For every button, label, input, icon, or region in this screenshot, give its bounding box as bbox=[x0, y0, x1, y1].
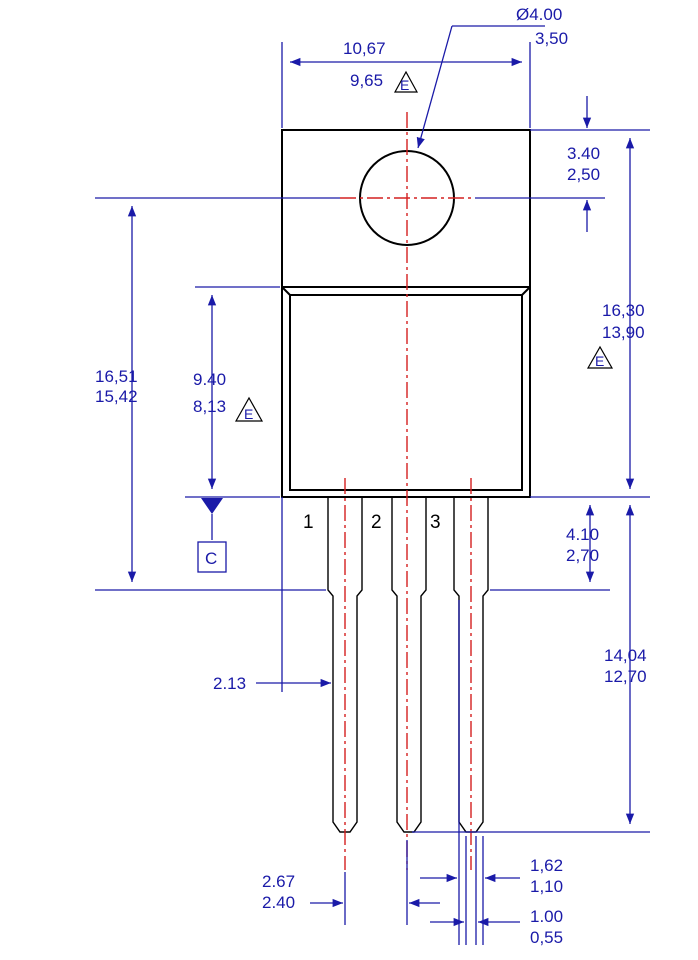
lead-tip-min: 0,55 bbox=[530, 928, 563, 947]
lead-width-min: 1,10 bbox=[530, 877, 563, 896]
molded-body bbox=[281, 286, 531, 491]
lead-length-min: 12,70 bbox=[604, 667, 647, 686]
datum-c: C bbox=[197, 541, 227, 573]
svg-text:E: E bbox=[400, 77, 409, 93]
svg-text:E: E bbox=[595, 353, 604, 369]
hole-dia-max: Ø4.00 bbox=[516, 5, 562, 24]
note-e-width: E bbox=[393, 70, 419, 93]
body-length-min: 13,90 bbox=[602, 323, 645, 342]
lead-offset: 2.13 bbox=[213, 674, 246, 693]
dimension-lines bbox=[95, 25, 650, 945]
hole-pos-min: 2,50 bbox=[567, 165, 600, 184]
lead-length-max: 14,04 bbox=[604, 646, 647, 665]
lead-pitch-min: 2.40 bbox=[262, 893, 295, 912]
center-lines bbox=[340, 112, 475, 870]
lead-2 bbox=[391, 497, 427, 833]
package-outline bbox=[281, 129, 531, 833]
lead-width-max: 1,62 bbox=[530, 856, 563, 875]
lead-shoulder-min: 2,70 bbox=[566, 546, 599, 565]
pin-1-label: 1 bbox=[303, 512, 314, 533]
svg-text:E: E bbox=[244, 406, 253, 422]
heatsink-tab bbox=[281, 129, 531, 498]
lead-tip-max: 1.00 bbox=[530, 907, 563, 926]
note-e-length: E bbox=[586, 345, 614, 369]
overall-height-min: 15,42 bbox=[95, 387, 138, 406]
svg-text:C: C bbox=[205, 549, 217, 568]
lead-shoulder-max: 4.10 bbox=[566, 525, 599, 544]
pin-3-label: 3 bbox=[430, 512, 441, 533]
dimension-labels: Ø4.00 3,50 10,67 9,65 3.40 2,50 16,30 13… bbox=[95, 5, 647, 947]
body-width-min: 9,65 bbox=[350, 71, 383, 90]
body-length-max: 16,30 bbox=[602, 301, 645, 320]
pin-labels: 1 2 3 bbox=[303, 512, 441, 533]
hole-dia-min: 3,50 bbox=[535, 29, 568, 48]
pin-2-label: 2 bbox=[371, 512, 382, 533]
note-flags: E E E bbox=[234, 70, 614, 422]
molded-height-max: 9.40 bbox=[193, 370, 226, 389]
body-width-max: 10,67 bbox=[343, 39, 386, 58]
hole-pos-max: 3.40 bbox=[567, 144, 600, 163]
molded-height-min: 8,13 bbox=[193, 397, 226, 416]
overall-height-max: 16,51 bbox=[95, 367, 138, 386]
note-e-molded: E bbox=[234, 396, 264, 422]
lead-pitch-max: 2.67 bbox=[262, 872, 295, 891]
